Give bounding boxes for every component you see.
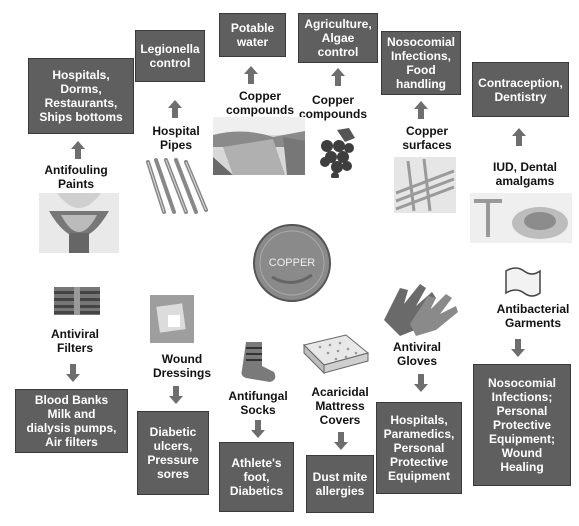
hospitals-ppe-box: Hospitals, Paramedics, Personal Protecti… — [376, 402, 462, 494]
arrow-down-diabetic — [169, 386, 183, 404]
pipes-icon — [146, 158, 208, 214]
copper-surfaces-label: Copper surfaces — [402, 124, 452, 152]
copper-center-label: COPPER — [268, 257, 316, 269]
iud-label: IUD, Dental amalgams — [492, 160, 557, 188]
arrow-down-dustmite — [334, 432, 348, 450]
mattress-icon — [303, 334, 370, 375]
blood-banks-box: Blood Banks Milk and dialysis pumps, Air… — [15, 389, 128, 453]
dressing-icon — [150, 295, 194, 343]
arrow-down-nosocomial-ppe — [511, 339, 525, 357]
antiviral-gloves-label: Antiviral Gloves — [392, 340, 441, 368]
arrow-up-nosocomial — [414, 101, 428, 119]
flag-icon — [505, 267, 541, 297]
acaricidal-label: Acaricidal Mattress Covers — [311, 385, 369, 427]
arrow-up-hospitals — [71, 141, 85, 159]
diabetic-box: Diabetic ulcers, Pressure sores — [137, 411, 209, 495]
arrow-down-athlete — [251, 420, 265, 438]
antibacterial-label: Antibacterial Garments — [496, 302, 570, 330]
glove-icon — [384, 284, 458, 336]
grapes-icon — [320, 128, 355, 178]
hospital-pipes-label: Hospital Pipes — [152, 124, 200, 152]
dam-icon — [213, 117, 305, 175]
copper-compounds-label-1: Copper compounds — [226, 89, 294, 117]
athletes-foot-box: Athlete's foot, Diabetics — [219, 442, 294, 512]
iud-icon — [470, 193, 572, 243]
agriculture-box: Agriculture, Algae control — [298, 13, 378, 63]
arrow-down-blood — [66, 364, 80, 382]
copper-coin-icon — [253, 224, 331, 302]
filter-icon — [54, 287, 100, 315]
potable-water-box: Potable water — [219, 13, 286, 57]
ship-icon — [39, 193, 119, 253]
nosocomial-food-box: Nosocomial Infections, Food handling — [381, 31, 461, 95]
antiviral-filters-label: Antiviral Filters — [50, 327, 99, 355]
copper-compounds-label-2: Copper compounds — [299, 93, 367, 121]
hospitals-ships-box: Hospitals, Dorms, Restaurants, Ships bot… — [28, 58, 134, 134]
arrow-up-legionella — [168, 100, 182, 118]
contraception-box: Contraception, Dentistry — [472, 62, 569, 117]
dust-mite-box: Dust mite allergies — [306, 455, 374, 513]
legionella-box: Legionella control — [135, 30, 205, 82]
antifungal-socks-label: Antifungal Socks — [228, 389, 288, 417]
arrow-down-hospitals-ppe — [414, 374, 428, 392]
copper-tubes-icon — [394, 157, 456, 213]
arrow-up-agriculture — [331, 68, 345, 86]
sock-icon — [241, 342, 276, 382]
arrow-up-potable — [244, 66, 258, 84]
antifouling-label: Antifouling Paints — [44, 163, 108, 191]
nosocomial-ppe-box: Nosocomial Infections; Personal Protecti… — [473, 364, 571, 486]
arrow-up-contraception — [512, 128, 526, 146]
wound-dressings-label: Wound Dressings — [152, 352, 212, 380]
